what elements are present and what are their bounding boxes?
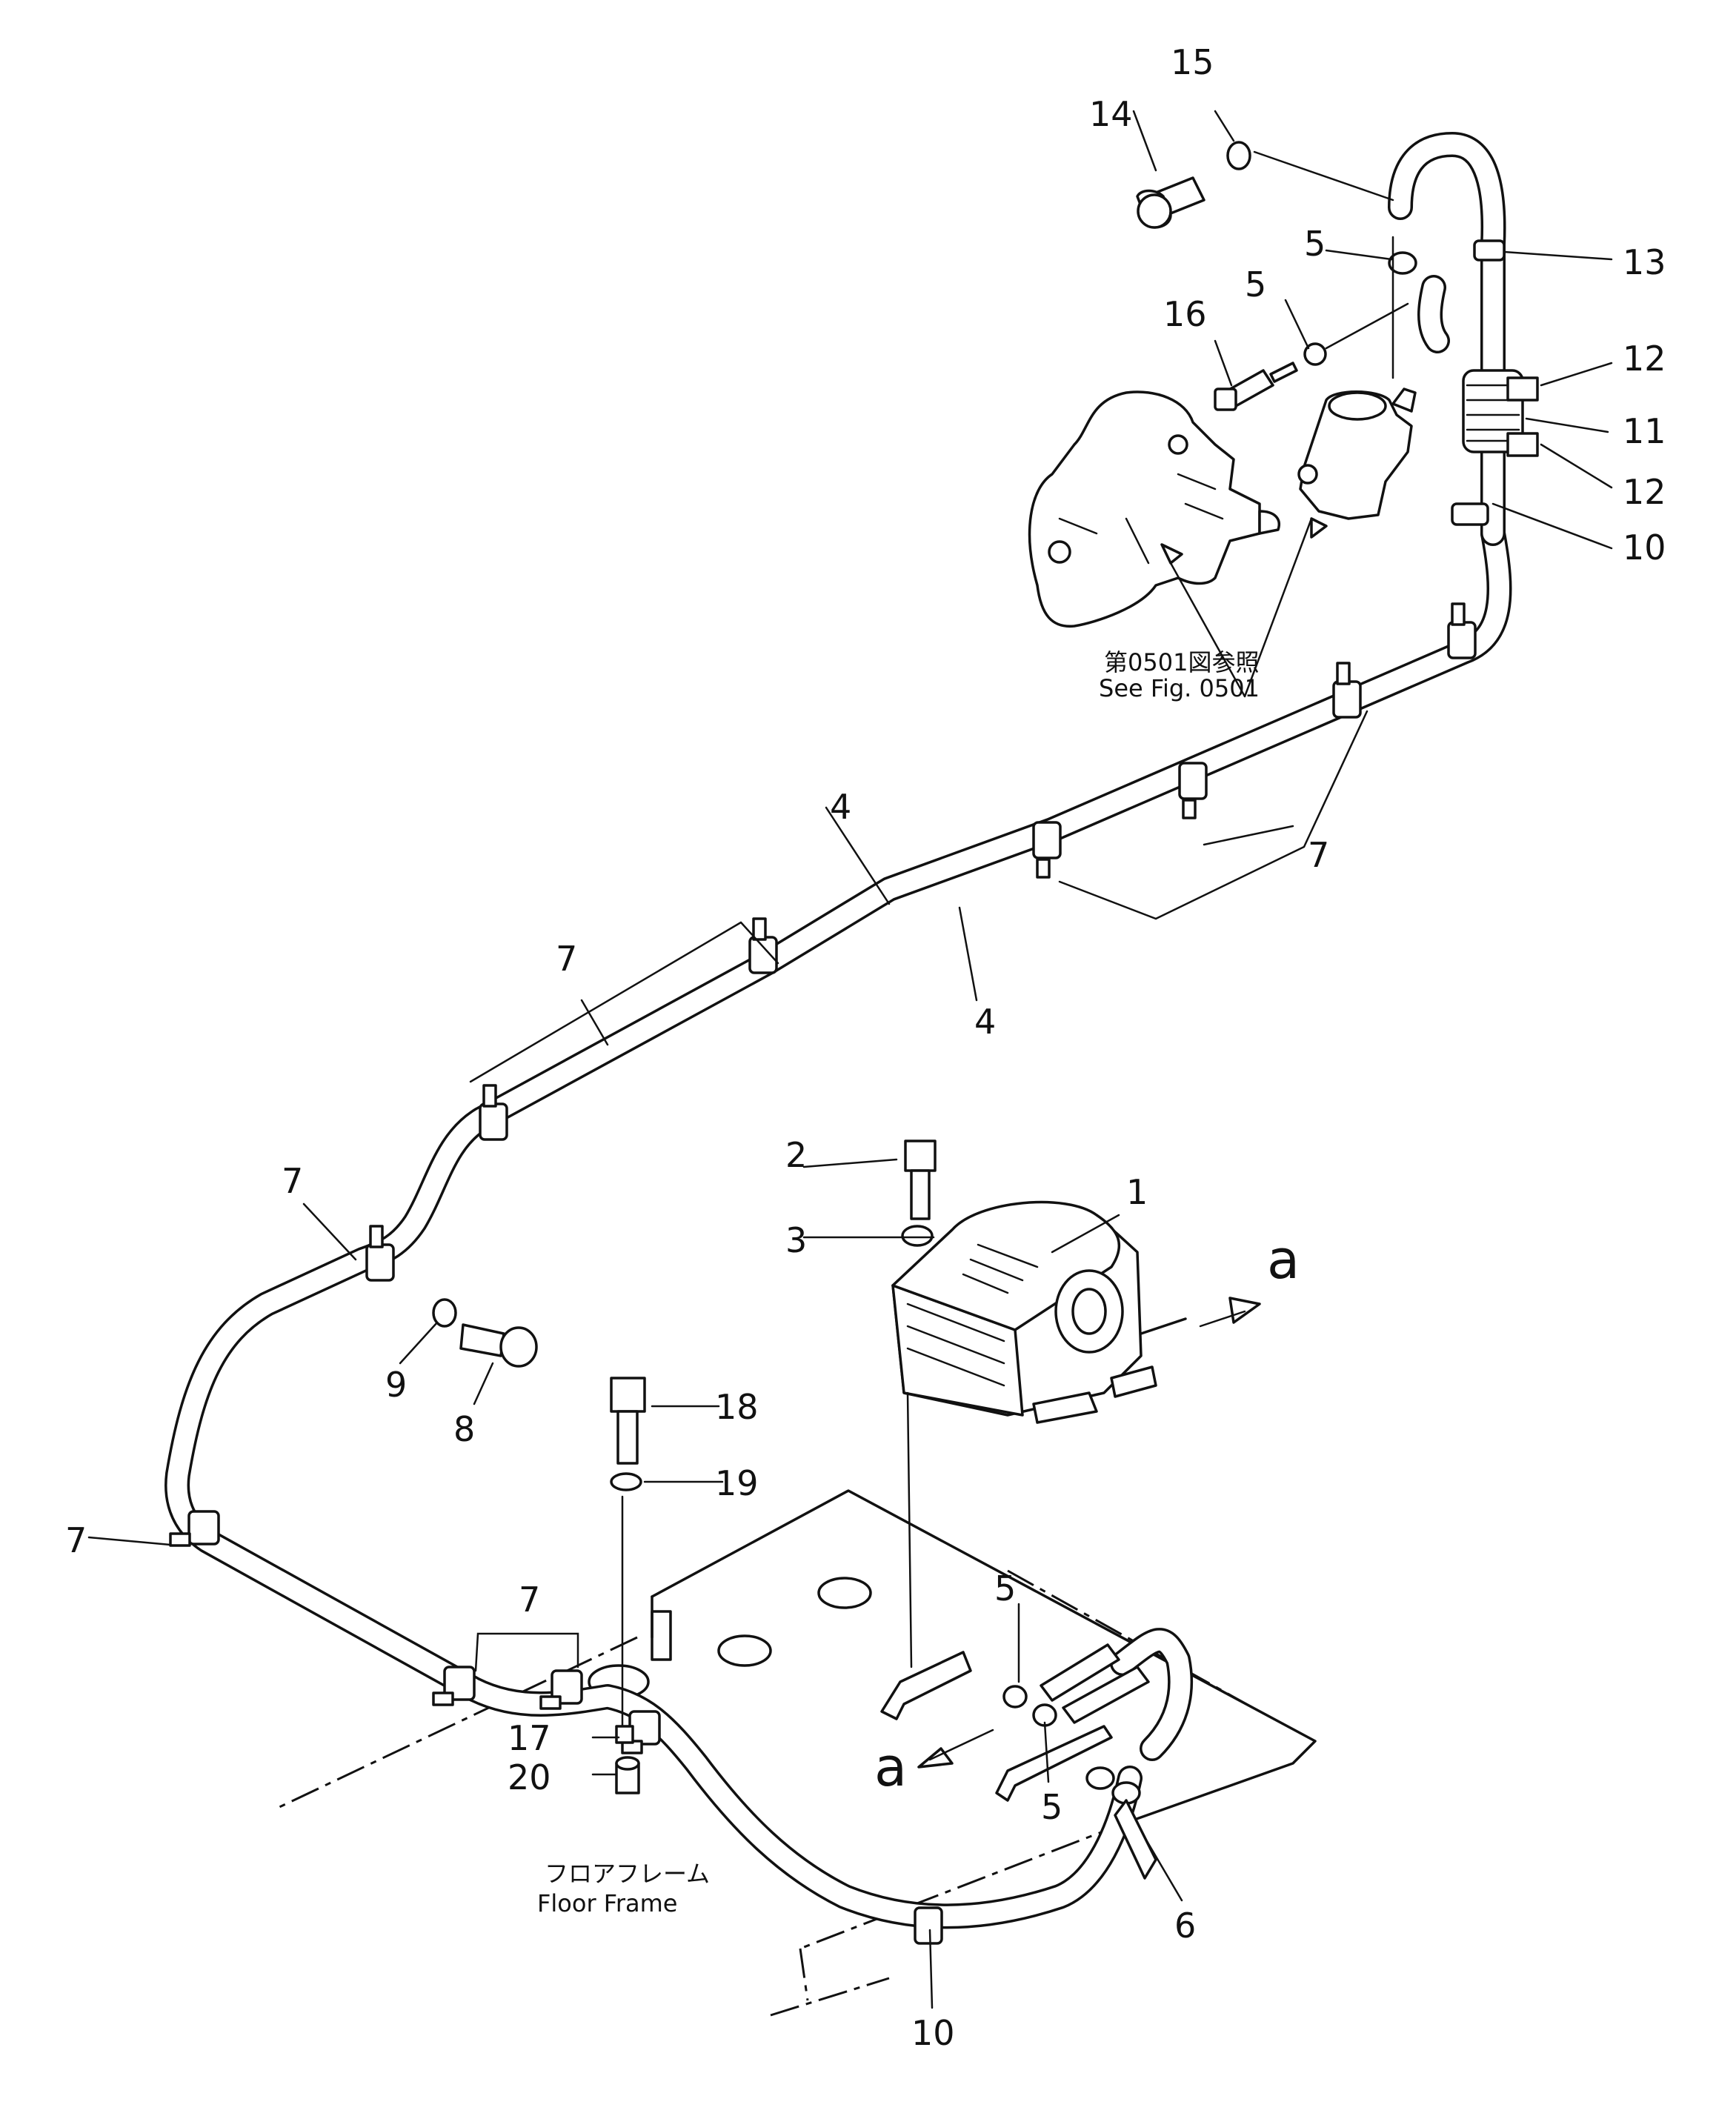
callout-9: 9 <box>385 1365 407 1405</box>
bolt-part-14 <box>1136 176 1205 229</box>
callout-14: 14 <box>1089 94 1133 134</box>
callout-18: 18 <box>715 1387 759 1427</box>
callout-5-a: 5 <box>1304 224 1326 264</box>
clamp-3 <box>1178 762 1208 819</box>
washer-part-3 <box>901 1225 934 1247</box>
clip-part-17 <box>615 1725 634 1744</box>
clamp-7 <box>365 1225 395 1282</box>
heater-hose-route <box>164 132 1512 1929</box>
clamp-4 <box>1032 821 1062 879</box>
bolt-part-8 <box>459 1323 538 1368</box>
callout-13: 13 <box>1623 242 1666 282</box>
clip-part-5a <box>1388 251 1417 275</box>
leader-lines <box>87 110 1613 2009</box>
clip-part-5c <box>1002 1685 1028 1709</box>
clamp-8 <box>169 1510 220 1547</box>
floor-frame-label-jp: フロアフレーム <box>545 1860 710 1888</box>
callout-8: 8 <box>453 1409 475 1449</box>
heater-unit <box>891 1200 1187 1424</box>
thermostat-housing <box>1297 387 1417 520</box>
clip-part-5b <box>1303 342 1327 366</box>
callout-5-d: 5 <box>1041 1787 1062 1827</box>
clamp-9 <box>432 1666 476 1706</box>
floor-frame-label: フロアフレーム Floor Frame <box>537 1860 710 1917</box>
callout-4-a: 4 <box>830 787 851 827</box>
short-hoses <box>1040 1643 1150 1724</box>
nipple-part-16 <box>1214 362 1298 411</box>
callout-7-d: 7 <box>65 1520 87 1560</box>
hose-clamps <box>169 502 1489 1945</box>
clamp-2 <box>1332 662 1362 719</box>
washer-part-15 <box>1226 141 1251 170</box>
clamp-12 <box>914 1906 943 1945</box>
clamp-5 <box>748 917 778 974</box>
callout-17: 17 <box>508 1718 551 1758</box>
callout-15: 15 <box>1171 42 1214 82</box>
callout-5-c: 5 <box>994 1568 1016 1608</box>
reference-note: 第0501図参照 See Fig. 0501 <box>1099 648 1260 702</box>
heater-brackets <box>880 1651 1113 1802</box>
callout-7-c: 7 <box>282 1161 303 1201</box>
callout-7-e: 7 <box>519 1580 540 1620</box>
callout-12-a: 12 <box>1623 339 1666 379</box>
floor-frame-label-en: Floor Frame <box>537 1889 677 1917</box>
bolt-part-18 <box>610 1377 646 1465</box>
reference-note-en: See Fig. 0501 <box>1099 674 1260 702</box>
callout-19: 19 <box>715 1463 759 1503</box>
callout-10-b: 10 <box>911 2013 955 2053</box>
callout-10-a: 10 <box>1623 528 1666 568</box>
bolt-part-2 <box>904 1139 937 1220</box>
washer-part-9 <box>432 1298 457 1328</box>
clamp-13 <box>1451 502 1489 526</box>
callout-1: 1 <box>1126 1172 1148 1212</box>
callout-labels: 14 15 5 5 16 13 12 11 12 10 4 4 7 7 7 7 … <box>65 42 1666 2053</box>
callout-6: 6 <box>1174 1906 1196 1946</box>
view-mark-a-bottom: a <box>874 1736 907 1798</box>
callout-3: 3 <box>785 1220 807 1260</box>
callout-2: 2 <box>785 1135 807 1175</box>
callout-7-b: 7 <box>556 939 577 979</box>
callout-7-a: 7 <box>1308 835 1329 875</box>
engine-manifold <box>1028 390 1280 628</box>
spacer-part-20 <box>615 1756 640 1794</box>
clamp-10 <box>539 1669 583 1710</box>
callout-16: 16 <box>1163 294 1207 334</box>
callout-5-b: 5 <box>1245 264 1266 305</box>
view-mark-a-top: a <box>1267 1228 1300 1291</box>
callout-4-b: 4 <box>974 1002 996 1042</box>
washer-part-19 <box>610 1472 642 1491</box>
clamp-6 <box>479 1084 508 1141</box>
hose-coupling <box>1462 239 1539 457</box>
callout-11: 11 <box>1623 411 1666 451</box>
reference-note-jp: 第0501図参照 <box>1104 648 1259 676</box>
callout-12-b: 12 <box>1623 472 1666 512</box>
callout-20: 20 <box>508 1757 551 1797</box>
clamp-1 <box>1447 602 1477 659</box>
